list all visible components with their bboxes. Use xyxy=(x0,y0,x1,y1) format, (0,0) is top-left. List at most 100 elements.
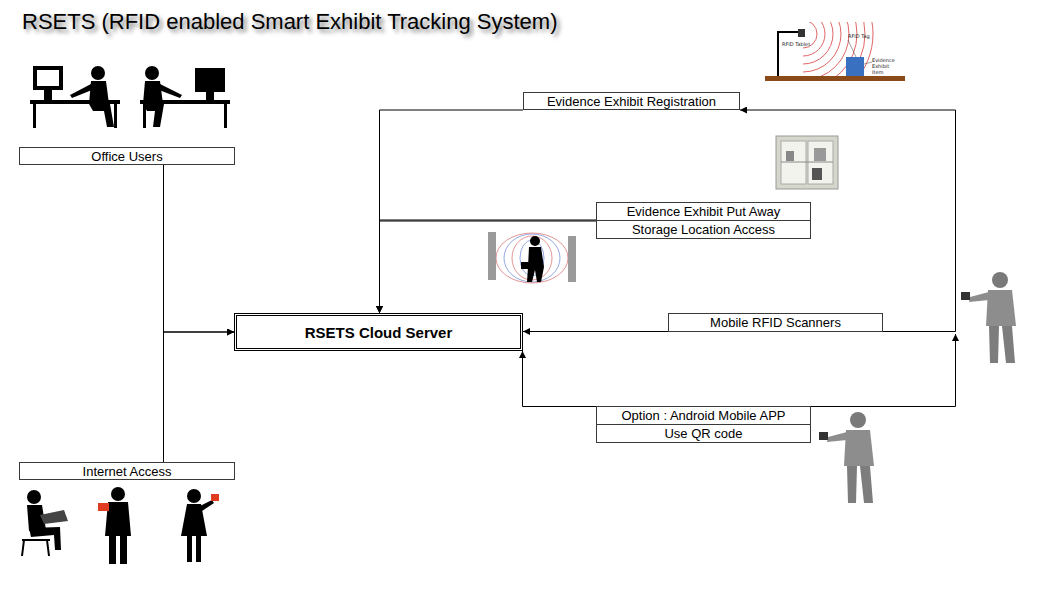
internet-illustration xyxy=(22,487,219,564)
person-arm xyxy=(200,500,214,511)
person-leg xyxy=(187,536,192,562)
node-text: Mobile RFID Scanners xyxy=(710,315,841,330)
connector-arrow xyxy=(380,221,597,313)
operator-body xyxy=(986,290,1016,326)
handheld-scanner xyxy=(819,432,828,440)
walker-body xyxy=(527,247,544,282)
connector-arrow xyxy=(380,220,597,313)
person-legs xyxy=(89,104,114,127)
operator-head xyxy=(992,272,1008,288)
node-text: Storage Location Access xyxy=(632,222,775,237)
scanner-operator xyxy=(961,272,1016,363)
connector-arrow xyxy=(164,165,235,332)
leader-line xyxy=(848,40,872,64)
shelf-base xyxy=(765,76,905,81)
tablet-stand xyxy=(778,32,800,76)
person-legs xyxy=(29,527,61,550)
operator-leg xyxy=(860,466,873,503)
briefcase xyxy=(521,262,529,269)
node-text: Evidence Exhibit Put Away xyxy=(627,204,781,219)
monitor-stand xyxy=(44,90,52,100)
connector-arrow xyxy=(380,110,524,313)
person-head xyxy=(91,66,105,80)
node-text: Use QR code xyxy=(664,426,742,441)
cabinet xyxy=(776,136,838,189)
handheld-scanner xyxy=(961,292,970,300)
person-head xyxy=(145,66,159,80)
process-box: Option : Android Mobile APP xyxy=(596,406,811,425)
gate-pillar xyxy=(568,236,576,282)
office-illustration xyxy=(30,66,230,128)
walker-head xyxy=(530,236,540,246)
desk-leg xyxy=(33,104,36,128)
person-legs xyxy=(143,104,164,127)
evidence-item xyxy=(846,57,864,76)
person-leg xyxy=(196,536,201,562)
stored-item xyxy=(786,151,794,161)
red-device xyxy=(211,494,219,501)
chair xyxy=(22,540,50,556)
person-head xyxy=(27,490,41,504)
rfid-wave xyxy=(803,22,841,72)
rfid-wave xyxy=(803,22,849,78)
rfid-wave xyxy=(803,22,833,64)
person-leg xyxy=(120,536,127,564)
monitor-stand xyxy=(206,92,214,100)
gate-wave xyxy=(496,233,568,283)
person-head xyxy=(187,489,201,503)
server-box: RSETS Cloud Server xyxy=(234,313,523,351)
connector-arrow xyxy=(523,331,668,332)
process-box: Use QR code xyxy=(596,424,811,443)
laptop xyxy=(40,510,68,524)
person-arm xyxy=(70,84,92,98)
person-body xyxy=(89,81,109,104)
monitor xyxy=(33,66,63,90)
rfid-tablet xyxy=(798,29,805,37)
process-box: Storage Location Access xyxy=(596,220,811,239)
process-box: Mobile RFID Scanners xyxy=(668,313,883,332)
desk-leg xyxy=(114,104,117,128)
stored-item xyxy=(812,168,822,180)
cabinet-illustration xyxy=(776,136,838,189)
person-arm xyxy=(159,84,182,98)
monitor xyxy=(195,68,225,92)
illustration-label: RFID Tag xyxy=(848,33,888,39)
person-head xyxy=(111,487,125,501)
connector-arrow xyxy=(164,332,235,462)
node-text: RSETS Cloud Server xyxy=(305,325,453,340)
rfid-wave xyxy=(803,22,865,78)
illustration-label: RFID Tablet xyxy=(782,41,822,47)
rfid-wave xyxy=(803,22,825,56)
diagram-title: RSETS (RFID enabled Smart Exhibit Tracki… xyxy=(22,9,558,35)
operator-arm xyxy=(827,432,847,442)
operator-head xyxy=(850,412,866,428)
node-text: Option : Android Mobile APP xyxy=(621,408,785,423)
rfid-illustration xyxy=(733,0,905,104)
connector-arrow xyxy=(523,351,597,407)
process-box: Internet Access xyxy=(19,462,235,480)
node-text: Internet Access xyxy=(83,464,172,479)
cabinet-shelf xyxy=(781,162,833,163)
desk-leg xyxy=(224,104,227,128)
process-box: Evidence Exhibit Put Away xyxy=(596,202,811,221)
process-box: Evidence Exhibit Registration xyxy=(523,92,740,110)
illustration-label: Evidence Exhibit Item xyxy=(872,57,900,75)
red-book xyxy=(98,503,109,511)
operator-leg xyxy=(847,466,857,503)
operator-body xyxy=(844,430,874,466)
monitor-screen xyxy=(37,70,59,86)
process-box: Office Users xyxy=(19,147,235,165)
stored-item xyxy=(814,148,826,161)
scanner-operator xyxy=(819,412,874,503)
node-text: Office Users xyxy=(91,149,162,164)
operator-arm xyxy=(969,292,989,302)
gate-wave xyxy=(504,234,560,282)
node-text: Evidence Exhibit Registration xyxy=(547,94,716,109)
person-leg xyxy=(109,536,116,564)
gate-illustration xyxy=(488,232,576,283)
operator-leg xyxy=(1002,326,1015,363)
